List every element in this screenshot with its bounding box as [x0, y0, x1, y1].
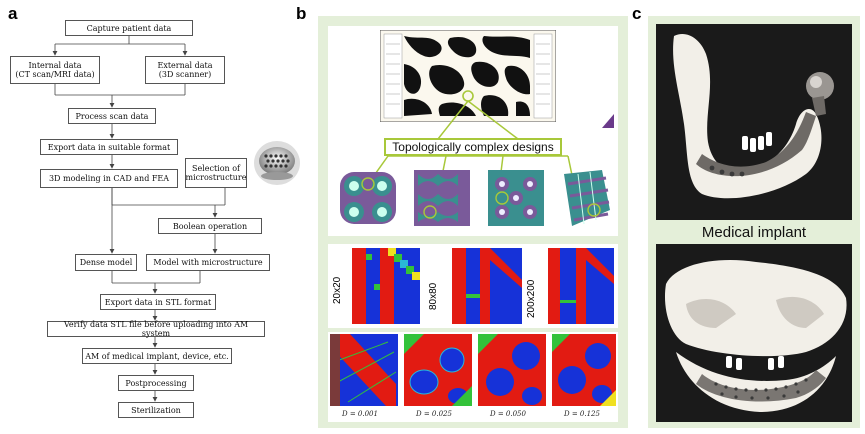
skull-implant-photo	[656, 244, 852, 422]
fea-density-area: D = 0.001 D = 0.025 D = 0.050 D = 0.125	[328, 332, 618, 422]
box-model-with-microstructure: Model with microstructure	[146, 254, 270, 271]
lattice-cube-3	[488, 170, 544, 226]
box-am-medical-implant: AM of medical implant, device, etc.	[82, 348, 232, 364]
fea-density-maps	[330, 334, 616, 406]
topology-design-area: Topologically complex designs	[328, 26, 618, 236]
density-label-4: D = 0.125	[564, 410, 600, 418]
fea-resolution-area: 20x20 80x80 200x200	[328, 244, 618, 328]
medical-implant-label: Medical implant	[701, 223, 807, 241]
flowchart-connectors	[52, 36, 226, 402]
box-capture-patient-data: Capture patient data	[65, 20, 193, 36]
lattice-cubes-row	[340, 170, 610, 226]
panel-c-medical-implant: Medical implant	[648, 16, 860, 428]
porous-structure-image	[380, 30, 556, 122]
density-label-3: D = 0.050	[490, 410, 526, 418]
box-verify-stl: Verify data STL file before uploading in…	[47, 320, 265, 338]
box-dense-model: Dense model	[75, 254, 137, 271]
panel-label-a: a	[8, 4, 18, 23]
triangle-mark-icon	[602, 114, 614, 128]
panel-label-b: b	[296, 4, 307, 23]
box-internal-data: Internal data(CT scan/MRI data)	[10, 56, 100, 84]
panel-b-topology: Topologically complex designs	[318, 16, 628, 428]
topology-callout-label: Topologically complex designs	[384, 138, 562, 156]
fea-map-20x20	[352, 248, 420, 324]
lattice-cube-2	[414, 170, 470, 226]
box-3d-modeling: 3D modeling in CAD and FEA	[40, 169, 178, 188]
resolution-label-200x200: 200x200	[526, 279, 537, 318]
density-map-4	[552, 334, 616, 406]
box-sterilization: Sterilization	[118, 402, 194, 418]
lattice-cube-4	[564, 170, 610, 226]
fea-resolution-maps	[352, 248, 614, 324]
fea-map-200x200	[548, 248, 614, 324]
microstructure-lattice-image	[254, 141, 300, 185]
lattice-cube-1	[340, 172, 396, 224]
density-map-1	[330, 334, 398, 406]
box-postprocessing: Postprocessing	[118, 375, 194, 391]
box-export-suitable-format: Export data in suitable format	[40, 139, 178, 155]
density-map-2	[404, 334, 472, 406]
box-boolean-operation: Boolean operation	[158, 218, 262, 234]
resolution-label-80x80: 80x80	[428, 282, 439, 310]
density-label-2: D = 0.025	[416, 410, 452, 418]
resolution-label-20x20: 20x20	[332, 276, 343, 304]
fea-map-80x80	[452, 248, 522, 324]
flowchart: Capture patient data Internal data(CT sc…	[0, 0, 300, 434]
panel-label-c: c	[632, 4, 642, 23]
mandible-implant-photo	[656, 24, 852, 220]
box-process-scan-data: Process scan data	[68, 108, 156, 124]
box-external-data: External data(3D scanner)	[145, 56, 225, 84]
box-export-stl: Export data in STL format	[100, 294, 216, 310]
density-map-3	[478, 334, 546, 406]
density-label-1: D = 0.001	[342, 410, 378, 418]
